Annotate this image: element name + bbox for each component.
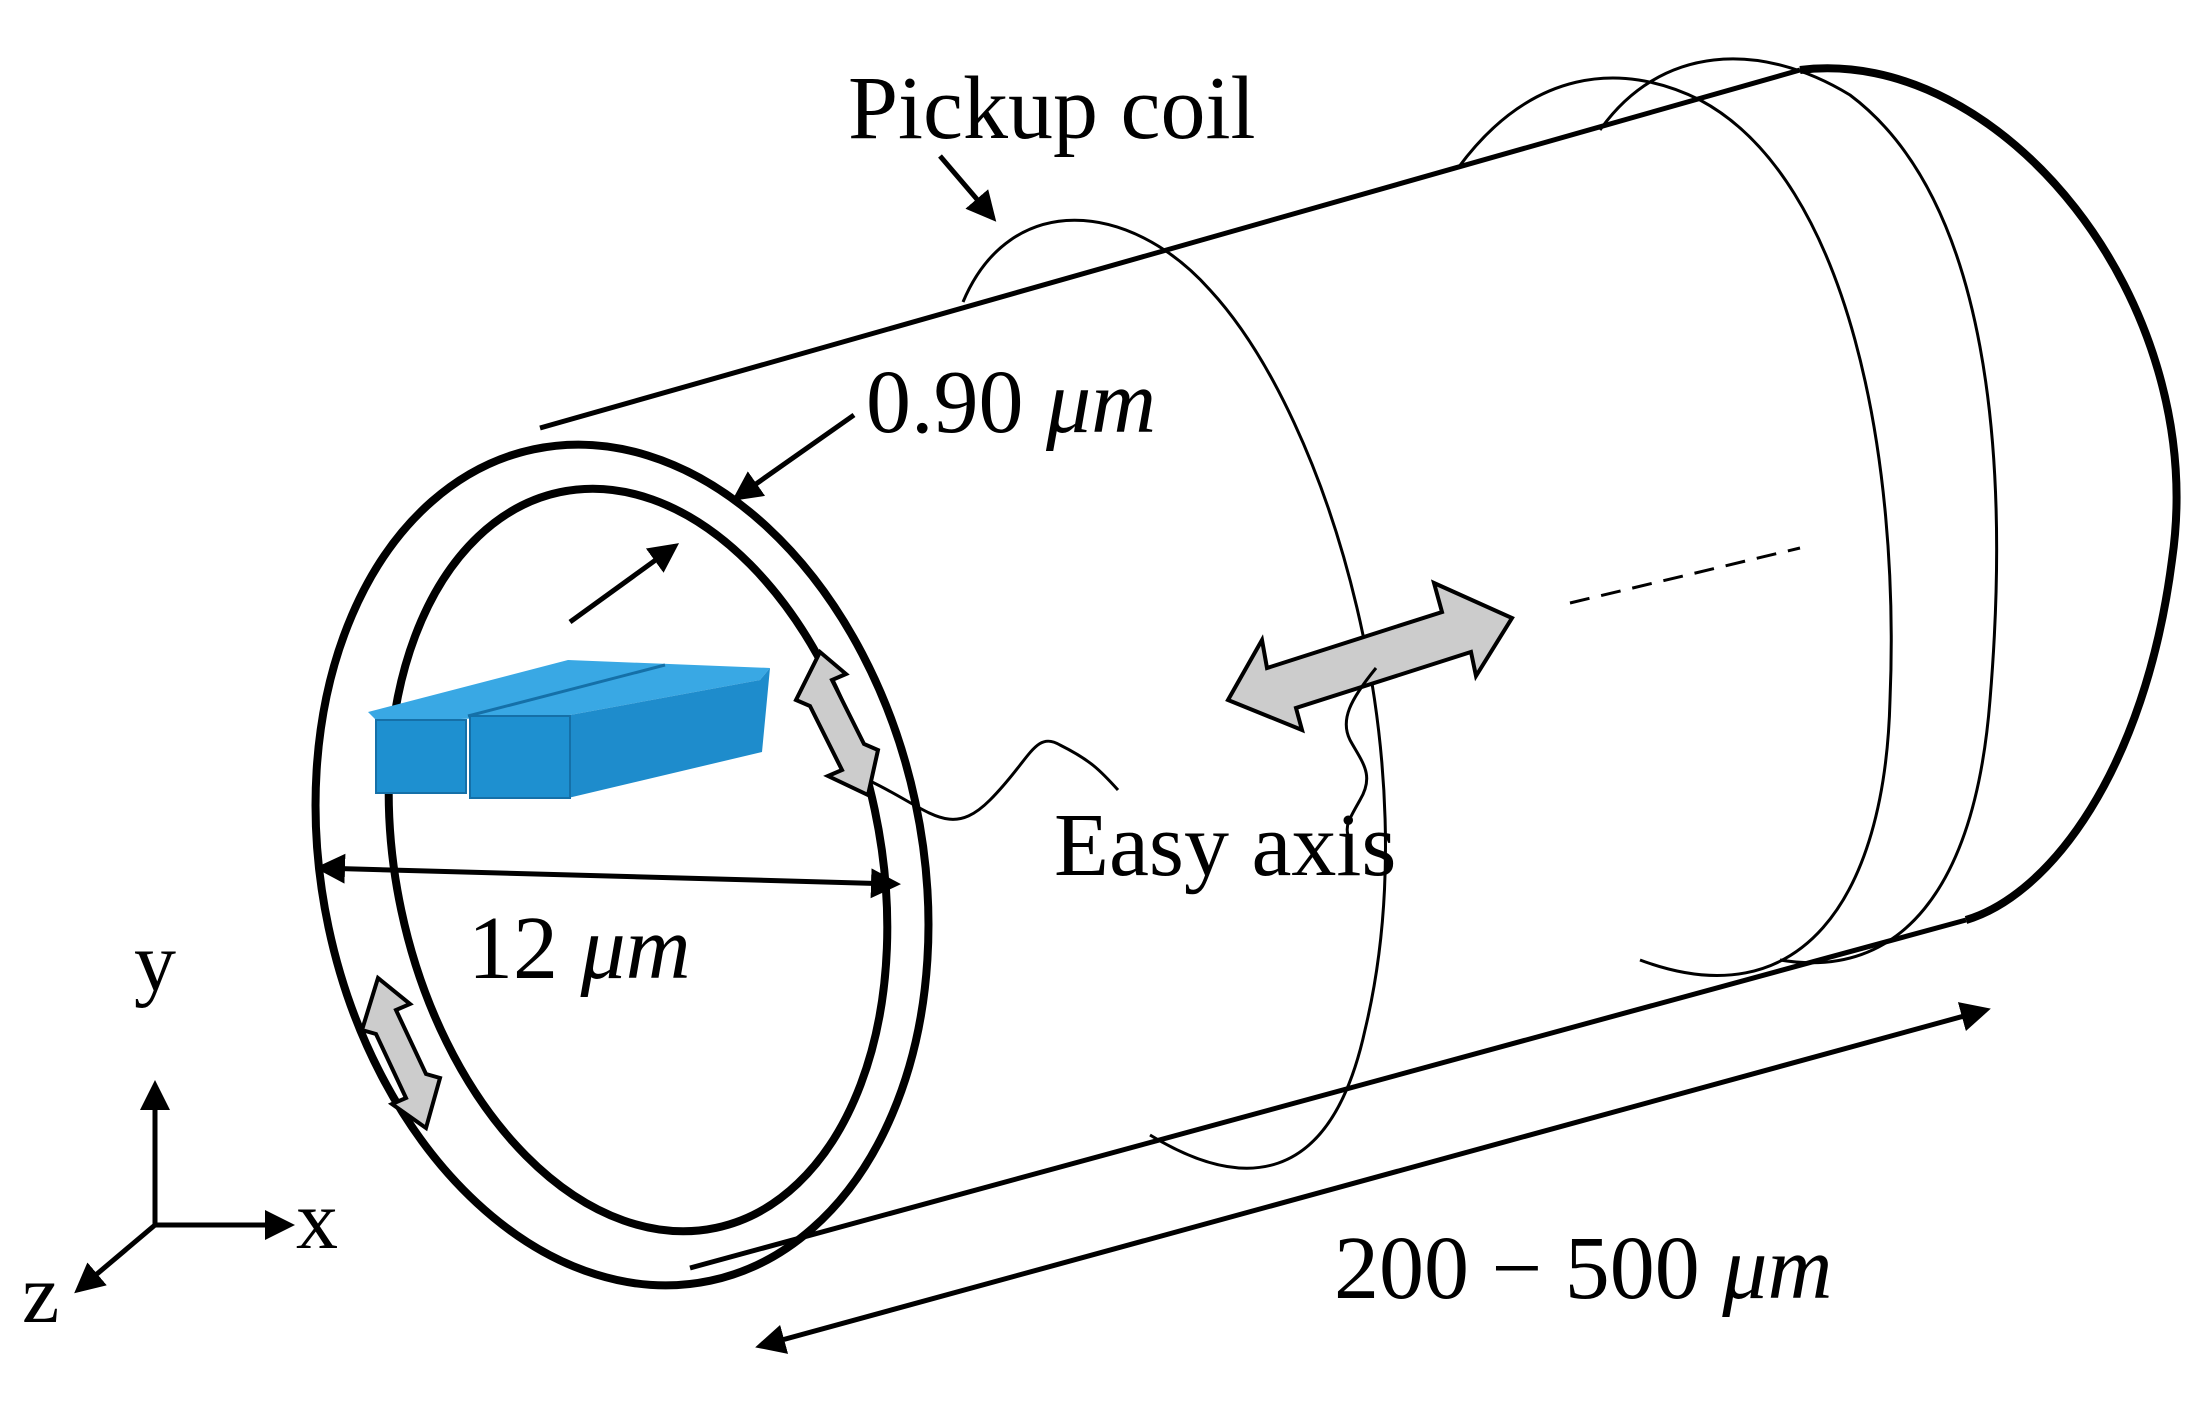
- diameter-arrow: [315, 853, 901, 899]
- length-arrow: [755, 1002, 1991, 1354]
- x-axis-label: x: [296, 1174, 338, 1267]
- front-end-cap: [311, 440, 933, 1290]
- domain-front-face-1: [375, 719, 467, 794]
- coil-loop-2: [1456, 76, 1893, 977]
- easy-axis-arrows: [359, 579, 1515, 1132]
- easy-axis-leader-center: [1344, 667, 1378, 836]
- z-axis-label: z: [22, 1248, 59, 1341]
- coil-loop-3: [1598, 57, 1999, 965]
- z-axis-line: [74, 1223, 157, 1294]
- domain-front-face-2: [469, 715, 571, 799]
- wall-thickness-arrow-outer: [731, 412, 856, 501]
- cylinder-top-edge: [539, 67, 1801, 431]
- coordinate-axes: [74, 1080, 295, 1294]
- easy-axis-arrow-center: [1225, 579, 1515, 734]
- easy-axis-arrow-ring-right: [793, 648, 881, 798]
- easy-axis-arrow-ring-left: [359, 974, 443, 1132]
- outer-ring: [311, 440, 933, 1290]
- length-label: 200 − 500 μm: [1334, 1219, 1832, 1318]
- inner-ring: [384, 484, 892, 1236]
- cylinder-far-end: [1799, 64, 2181, 924]
- wall-thickness-arrow-inner: [568, 543, 680, 625]
- center-dashed-line: [1569, 546, 1801, 605]
- magnetic-domain-block: [368, 660, 770, 799]
- wall-thickness-label: 0.90 μm: [866, 353, 1156, 452]
- diameter-label: 12 μm: [468, 899, 691, 998]
- domain-divider: [467, 663, 666, 718]
- pickup-coil-arrow: [938, 154, 997, 222]
- easy-axis-leader-left: [871, 739, 1120, 821]
- domain-right-face: [568, 668, 770, 798]
- easy-axis-label: Easy axis: [1054, 796, 1396, 895]
- pickup-coil-label: Pickup coil: [848, 59, 1255, 158]
- y-axis-label: y: [134, 916, 176, 1009]
